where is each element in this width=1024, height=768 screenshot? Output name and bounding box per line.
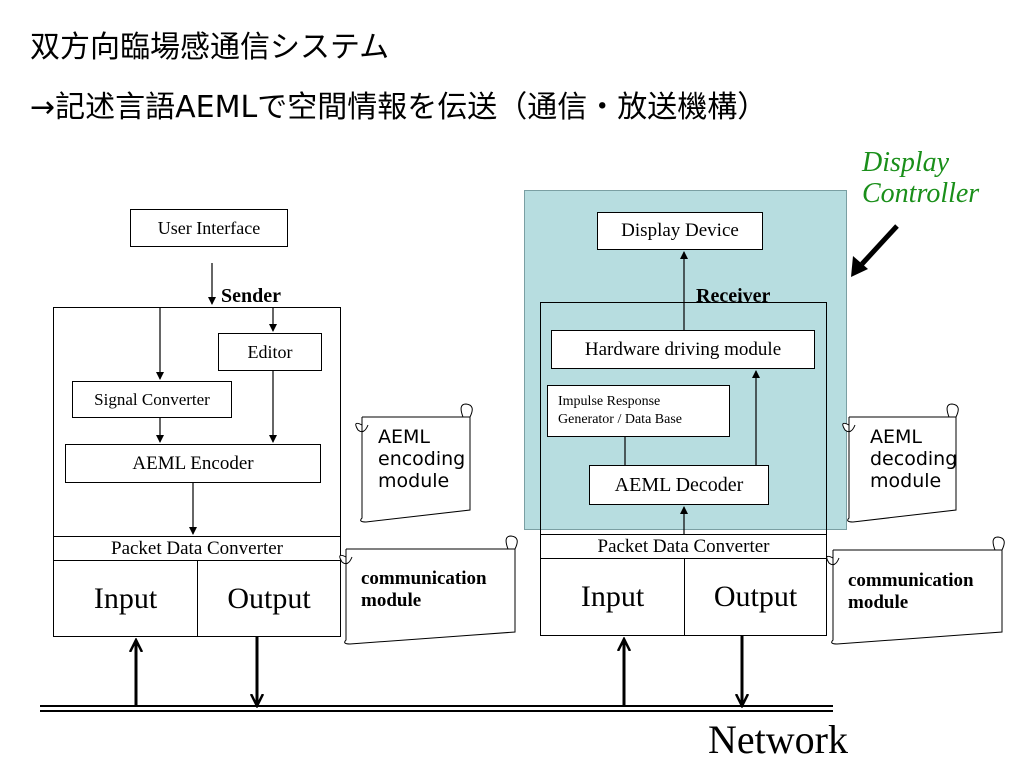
network-bus bbox=[40, 705, 833, 712]
scroll-comm-sender-line2: module bbox=[361, 589, 422, 611]
receiver-input-box: Input bbox=[540, 558, 685, 636]
scroll-comm-receiver-text: communication module bbox=[848, 570, 974, 614]
display-controller-line1: Display bbox=[862, 147, 950, 178]
sender-arrows bbox=[156, 263, 277, 535]
scroll-shapes bbox=[339, 403, 1005, 645]
scroll-comm-receiver bbox=[826, 536, 1005, 645]
sender-input-box: Input bbox=[53, 560, 198, 637]
scroll-decoding-line3: module bbox=[870, 469, 942, 492]
scroll-comm-receiver-line1: communication bbox=[848, 570, 974, 591]
scroll-decoding-line2: decoding bbox=[870, 447, 958, 470]
slide-subtitle: →記述言語AEMLで空間情報を伝送（通信・放送機構） bbox=[30, 90, 768, 125]
scroll-encoding-text: AEML encoding module bbox=[378, 426, 466, 493]
sender-label: Sender bbox=[221, 285, 281, 307]
receiver-packet-converter: Packet Data Converter bbox=[540, 534, 827, 559]
scroll-encoding bbox=[355, 403, 473, 523]
scroll-comm-sender bbox=[339, 535, 518, 645]
scroll-decoding-text: AEML decoding module bbox=[870, 426, 958, 493]
scroll-decoding bbox=[842, 403, 959, 523]
display-controller-line2: Controller bbox=[862, 177, 980, 209]
receiver-label: Receiver bbox=[696, 285, 771, 307]
scroll-comm-sender-line1: communication bbox=[361, 568, 487, 589]
impulse-response-line1: Impulse Response bbox=[558, 393, 661, 409]
scroll-comm-receiver-line2: module bbox=[848, 591, 909, 613]
scroll-encoding-line3: module bbox=[378, 469, 450, 492]
sender-output-box: Output bbox=[197, 560, 341, 637]
scroll-encoding-line2: encoding bbox=[378, 447, 466, 470]
aeml-decoder-box: AEML Decoder bbox=[589, 465, 769, 505]
scroll-encoding-line1: AEML bbox=[378, 426, 430, 448]
impulse-response-line2: Generator / Data Base bbox=[558, 412, 682, 427]
display-controller-arrow bbox=[851, 224, 899, 277]
hardware-driving-box: Hardware driving module bbox=[551, 330, 815, 369]
signal-converter-box: Signal Converter bbox=[72, 381, 232, 418]
receiver-arrows bbox=[624, 251, 760, 534]
network-label: Network bbox=[708, 717, 848, 762]
display-controller-label: Display Controller bbox=[862, 147, 980, 210]
aeml-encoder-box: AEML Encoder bbox=[65, 444, 321, 483]
editor-box: Editor bbox=[218, 333, 322, 371]
sender-packet-converter: Packet Data Converter bbox=[53, 536, 341, 561]
network-arrows bbox=[136, 636, 742, 706]
user-interface-box: User Interface bbox=[130, 209, 288, 247]
impulse-response-box: Impulse Response Generator / Data Base bbox=[547, 385, 730, 437]
receiver-output-box: Output bbox=[684, 558, 827, 636]
display-device-box: Display Device bbox=[597, 212, 763, 250]
scroll-decoding-line1: AEML bbox=[870, 426, 922, 448]
slide-title: 双方向臨場感通信システム bbox=[30, 30, 390, 65]
scroll-comm-sender-text: communication module bbox=[361, 568, 487, 612]
